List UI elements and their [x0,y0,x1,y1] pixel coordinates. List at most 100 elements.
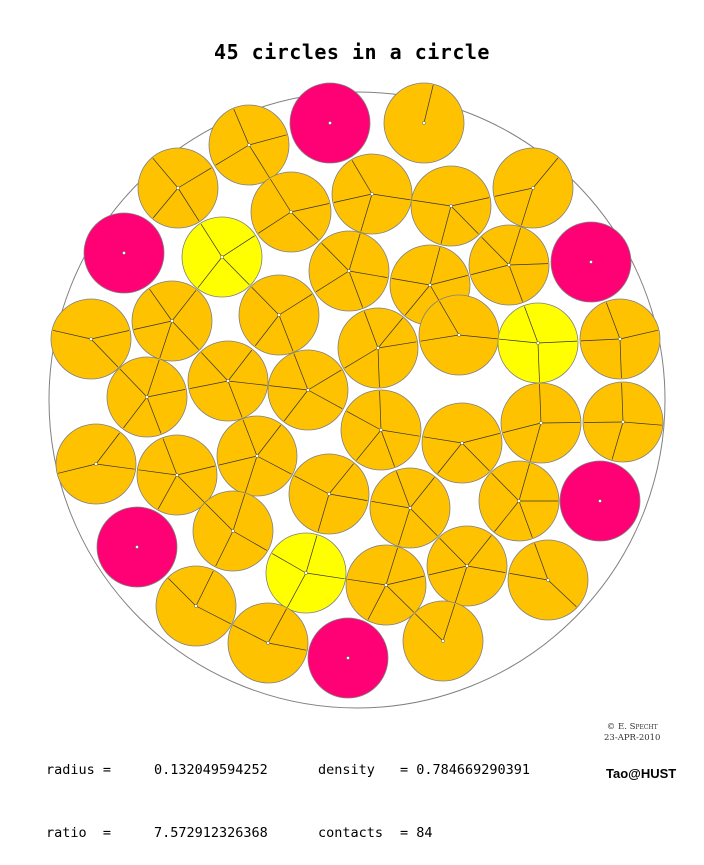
contact-line [385,547,398,586]
contacts-value: = 84 [400,825,433,841]
contact-line [328,463,354,495]
contact-line [195,605,231,625]
contact-line [215,530,234,567]
center-dot [598,499,602,503]
center-dot [220,255,224,259]
circle-normal [345,544,427,626]
contact-line [278,314,294,352]
circle-normal [418,294,500,376]
contact-line [146,396,162,434]
contact-line [290,203,330,213]
contact-line [367,584,387,620]
circle-rattler [96,506,178,588]
circle-normal [136,434,218,516]
contact-line [171,320,199,350]
contact-line [412,199,452,207]
center-dot [546,578,550,582]
contact-line [385,584,415,613]
contact-line [152,157,179,189]
circle-normal [250,171,332,253]
center-dot [194,604,198,608]
author-credit: © E. Specht 23-APR-2010 [604,722,660,744]
center-dot [328,121,332,125]
circle-normal [208,104,290,186]
page-title: 45 circles in a circle [214,40,490,64]
contact-line [619,338,622,379]
circle-special [265,532,347,614]
center-dot [408,506,412,510]
circle-rattler [289,82,371,164]
contact-line [508,227,521,266]
circle-rattler [307,617,389,699]
contact-line [232,530,267,551]
center-dot [327,492,331,496]
contact-line [315,270,350,293]
center-dot [304,571,308,575]
contact-line [499,338,539,344]
contact-line [287,572,307,608]
contact-line [385,575,425,586]
center-dot [306,388,310,392]
center-dot [346,656,350,660]
contact-line [90,338,119,368]
contact-line [524,306,539,344]
circle-normal [267,349,349,431]
contact-line [518,463,530,502]
circle-normal [579,298,661,380]
contact-line [414,613,444,642]
circle-normal [106,356,188,438]
contact-line [379,390,382,431]
circle-normal [369,467,451,549]
contact-line [532,157,559,189]
contact-line [201,352,229,382]
credit-date: 23-APR-2010 [604,733,661,743]
contact-line [258,211,292,234]
contact-line [450,205,479,235]
circle-normal [383,82,465,164]
contact-line [539,383,542,424]
circle-normal [131,280,213,362]
contact-line [176,465,215,476]
contact-line [58,463,97,474]
contact-line [491,472,520,502]
circle-normal [137,147,219,229]
contact-line [429,275,468,286]
contact-line [454,565,468,604]
contact-line [461,442,490,472]
circle-normal [187,340,269,422]
contact-line [537,340,578,344]
contact-line [256,455,292,475]
contact-line [409,507,438,537]
circle-normal [155,565,237,647]
contact-line [580,338,621,342]
contact-line [458,334,498,340]
circle-normal [582,381,664,463]
contact-line [171,290,197,322]
contact-line [437,442,463,474]
contact-line [461,433,500,444]
center-dot [247,143,251,147]
contact-line [466,565,506,573]
contact-line [380,429,420,437]
contact-line [227,380,243,418]
circle-normal [426,525,508,607]
contact-line [219,455,258,466]
center-dot [135,545,139,549]
contact-line [622,421,662,426]
contact-line [439,537,468,567]
contact-line [351,160,373,195]
contact-line [481,236,510,266]
contact-line [583,421,624,423]
contact-line [380,429,395,467]
contact-line [307,369,342,391]
contact-line [146,359,160,398]
contact-line [317,493,330,532]
circle-normal [421,402,503,484]
contact-line [157,474,178,510]
contact-line [494,500,520,532]
center-dot [589,260,593,264]
contact-line [149,288,173,322]
contacts-label: contacts [318,825,384,841]
